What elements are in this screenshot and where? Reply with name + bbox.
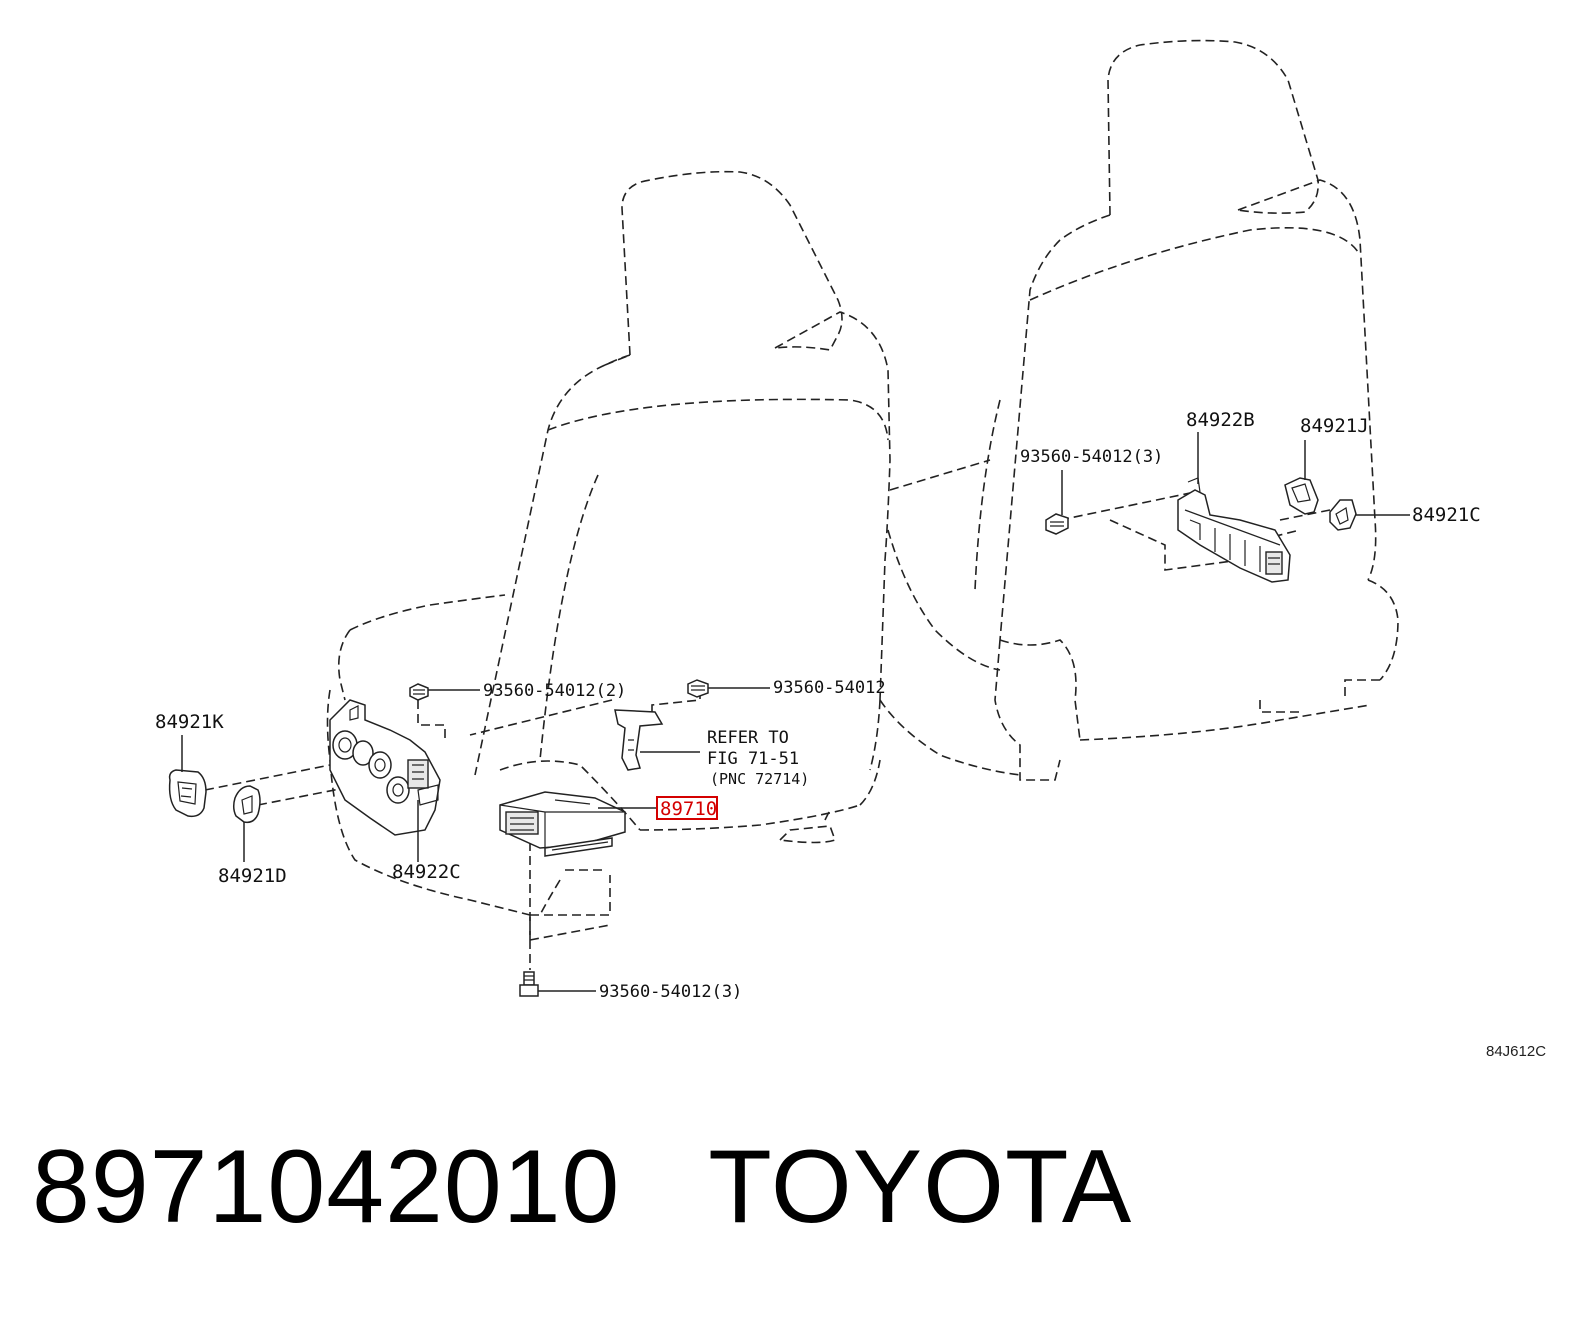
- label-84921D: 84921D: [218, 865, 287, 887]
- highlight-box-89710: [656, 796, 718, 820]
- diagram-code: 84J612C: [1486, 1043, 1547, 1060]
- bolt-93560-center-top[interactable]: [687, 679, 709, 698]
- label-84922B: 84922B: [1186, 409, 1255, 431]
- part-number: 8971042010: [32, 1129, 621, 1245]
- brand-name: TOYOTA: [708, 1129, 1133, 1245]
- label-93560-54012-2: 93560-54012(2): [483, 681, 626, 701]
- right-seat-outline: [879, 39, 1399, 781]
- label-84921C: 84921C: [1412, 504, 1481, 526]
- part-84922B-switch-assembly[interactable]: [1177, 477, 1291, 583]
- part-84921K-knob[interactable]: [168, 769, 207, 818]
- label-84922C: 84922C: [392, 861, 461, 883]
- label-84921K: 84921K: [155, 711, 224, 733]
- label-89710[interactable]: 89710: [660, 798, 717, 820]
- label-refer-pnc: (PNC 72714): [710, 770, 809, 788]
- part-84921J-knob[interactable]: [1284, 477, 1319, 515]
- label-93560-54012-3-right: 93560-54012(3): [1020, 447, 1163, 467]
- part-title: 8971042010 TOYOTA: [32, 1135, 1132, 1239]
- part-84921D-knob[interactable]: [232, 785, 261, 824]
- label-84921J: 84921J: [1300, 415, 1369, 437]
- part-89710-ecu[interactable]: [499, 791, 626, 857]
- part-bracket-refer-fig[interactable]: [614, 709, 664, 771]
- part-84922C-switch-assembly[interactable]: [329, 699, 441, 836]
- part-84921C-knob[interactable]: [1329, 499, 1357, 531]
- label-refer-to: REFER TO: [707, 728, 789, 748]
- label-93560-54012: 93560-54012: [773, 678, 886, 698]
- label-refer-fig: FIG 71-51: [707, 749, 799, 769]
- leader-lines: [181, 432, 1410, 992]
- label-93560-54012-3-bottom: 93560-54012(3): [599, 982, 742, 1002]
- bolt-93560-right[interactable]: [1045, 513, 1069, 535]
- bolt-93560-left-top[interactable]: [409, 683, 429, 701]
- bolt-93560-bottom[interactable]: [519, 971, 539, 997]
